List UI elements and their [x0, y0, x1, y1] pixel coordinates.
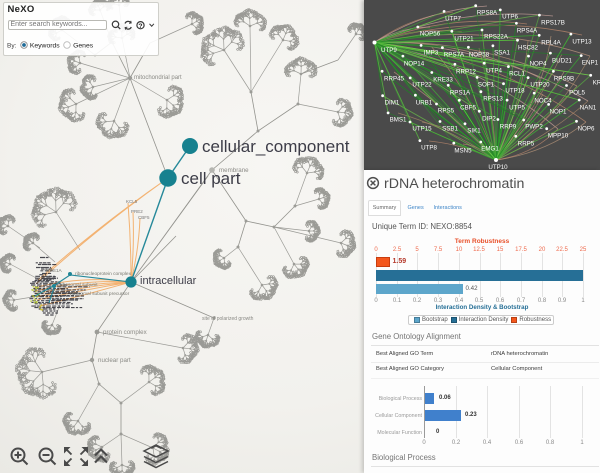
svg-text:RPS17B: RPS17B — [541, 20, 565, 27]
svg-text:POL5: POL5 — [569, 90, 585, 97]
svg-text:SSA1: SSA1 — [494, 50, 510, 57]
svg-text:NOP4: NOP4 — [530, 61, 547, 68]
svg-text:MSN5: MSN5 — [454, 148, 472, 155]
svg-text:UTP4: UTP4 — [486, 68, 502, 75]
svg-text:NOP58: NOP58 — [469, 52, 490, 59]
svg-text:KR: KR — [593, 80, 600, 87]
svg-text:UTP15: UTP15 — [412, 126, 432, 133]
svg-text:CBF5: CBF5 — [460, 105, 476, 112]
svg-text:NOP14: NOP14 — [404, 61, 425, 68]
svg-text:UTP7: UTP7 — [445, 16, 461, 23]
svg-text:UTP5: UTP5 — [509, 105, 525, 112]
svg-text:RPS22A: RPS22A — [484, 34, 509, 41]
svg-text:BUD21: BUD21 — [552, 58, 573, 65]
svg-text:URB1: URB1 — [416, 100, 433, 107]
svg-text:RPS8A: RPS8A — [477, 10, 498, 17]
svg-text:RPS7A: RPS7A — [444, 52, 465, 59]
svg-text:NOP56: NOP56 — [420, 31, 441, 38]
svg-text:NOP6: NOP6 — [578, 126, 595, 133]
svg-text:SSB1: SSB1 — [442, 126, 458, 133]
svg-text:HSC82: HSC82 — [518, 45, 539, 52]
svg-text:DIP2: DIP2 — [482, 116, 496, 123]
svg-text:PWP2: PWP2 — [525, 124, 543, 131]
svg-text:RPL4A: RPL4A — [541, 40, 561, 47]
svg-text:RRP5: RRP5 — [518, 141, 535, 148]
svg-text:NOC4: NOC4 — [534, 98, 552, 105]
svg-text:?: ? — [138, 22, 142, 29]
svg-text:UTP21: UTP21 — [454, 36, 474, 43]
svg-text:BMS1: BMS1 — [390, 117, 407, 124]
svg-text:UTP20: UTP20 — [530, 82, 550, 89]
svg-text:RPS1A: RPS1A — [450, 90, 471, 97]
svg-text:UTP8: UTP8 — [421, 145, 437, 152]
svg-text:RPS9B: RPS9B — [554, 76, 574, 83]
svg-text:MPP10: MPP10 — [548, 133, 569, 140]
svg-text:ENP1: ENP1 — [582, 60, 599, 67]
svg-text:UTP10: UTP10 — [488, 164, 508, 170]
svg-text:IMP3: IMP3 — [424, 50, 439, 57]
svg-text:RCL1: RCL1 — [509, 71, 525, 78]
svg-text:DIM1: DIM1 — [385, 100, 400, 107]
svg-text:UTP18: UTP18 — [505, 88, 525, 95]
svg-text:UTP13: UTP13 — [572, 39, 592, 46]
svg-text:RPS4A: RPS4A — [517, 28, 538, 35]
svg-text:RRP45: RRP45 — [384, 76, 405, 83]
svg-text:SOF1: SOF1 — [478, 82, 495, 89]
svg-text:KRE33: KRE33 — [433, 77, 453, 84]
svg-text:SIK1: SIK1 — [467, 128, 481, 135]
svg-text:RPS5: RPS5 — [438, 108, 455, 115]
svg-text:UTP22: UTP22 — [412, 82, 432, 89]
svg-text:RRP9: RRP9 — [500, 124, 517, 131]
svg-text:RRP12: RRP12 — [456, 69, 477, 76]
svg-text:UTP6: UTP6 — [502, 14, 518, 21]
svg-text:NAN1: NAN1 — [580, 105, 597, 112]
svg-text:EMG1: EMG1 — [481, 146, 499, 153]
svg-text:NOP1: NOP1 — [550, 109, 567, 116]
svg-text:RPS13: RPS13 — [483, 96, 503, 103]
svg-text:UTP9: UTP9 — [381, 47, 397, 54]
